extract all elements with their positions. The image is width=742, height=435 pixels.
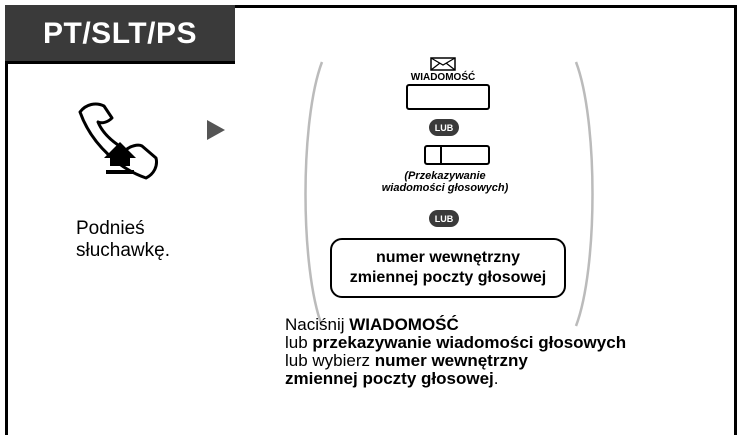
right-parenthesis xyxy=(574,61,594,327)
number-line2: zmiennej poczty głosowej xyxy=(349,269,547,286)
voice-key-label: (Przekazywanie wiadomości głosowych) xyxy=(360,170,530,194)
envelope-icon xyxy=(430,57,456,71)
message-key-label: WIADOMOŚĆ xyxy=(410,72,476,83)
step1-line1: Podnieś xyxy=(76,218,145,239)
extension-number-box: numer wewnętrzny zmiennej poczty głosowe… xyxy=(330,238,566,298)
desc-line4-bold: zmiennej poczty głosowej xyxy=(285,369,494,388)
header-rule xyxy=(5,61,235,64)
voice-key-label-line2: wiadomości głosowych) xyxy=(381,182,509,194)
step1-line2: słuchawkę. xyxy=(76,240,170,261)
step1-text: Podnieś słuchawkę. xyxy=(76,218,170,262)
desc-line1-bold: WIADOMOŚĆ xyxy=(349,315,459,334)
header-title: PT/SLT/PS xyxy=(5,5,235,63)
desc-line2-bold: przekazywanie wiadomości głosowych xyxy=(312,333,627,352)
description: Naciśnij WIADOMOŚĆ lub przekazywanie wia… xyxy=(285,316,626,388)
desc-line2-text: lub xyxy=(285,333,313,352)
lub-badge-2: LUB xyxy=(429,210,459,227)
desc-line1-text: Naciśnij xyxy=(285,315,350,334)
voice-message-transfer-key[interactable] xyxy=(424,145,490,165)
diagram-frame xyxy=(5,5,737,435)
desc-line4: zmiennej poczty głosowej. xyxy=(285,370,626,388)
play-arrow-icon xyxy=(207,120,225,140)
voice-key-label-line1: (Przekazywanie xyxy=(404,170,486,182)
desc-line4-text: . xyxy=(493,369,499,388)
desc-line1: Naciśnij WIADOMOŚĆ xyxy=(285,316,626,334)
desc-line3-bold: numer wewnętrzny xyxy=(374,351,528,370)
lub-badge-1: LUB xyxy=(429,119,459,136)
desc-line2: lub przekazywanie wiadomości głosowych xyxy=(285,334,626,352)
message-key[interactable] xyxy=(406,84,490,110)
left-parenthesis xyxy=(304,61,324,327)
number-line1: numer wewnętrzny xyxy=(375,249,521,266)
key-led-divider xyxy=(440,147,442,163)
desc-line3-text: lub wybierz xyxy=(285,351,375,370)
desc-line3: lub wybierz numer wewnętrzny xyxy=(285,352,626,370)
handset-off-hook-icon xyxy=(78,102,158,180)
